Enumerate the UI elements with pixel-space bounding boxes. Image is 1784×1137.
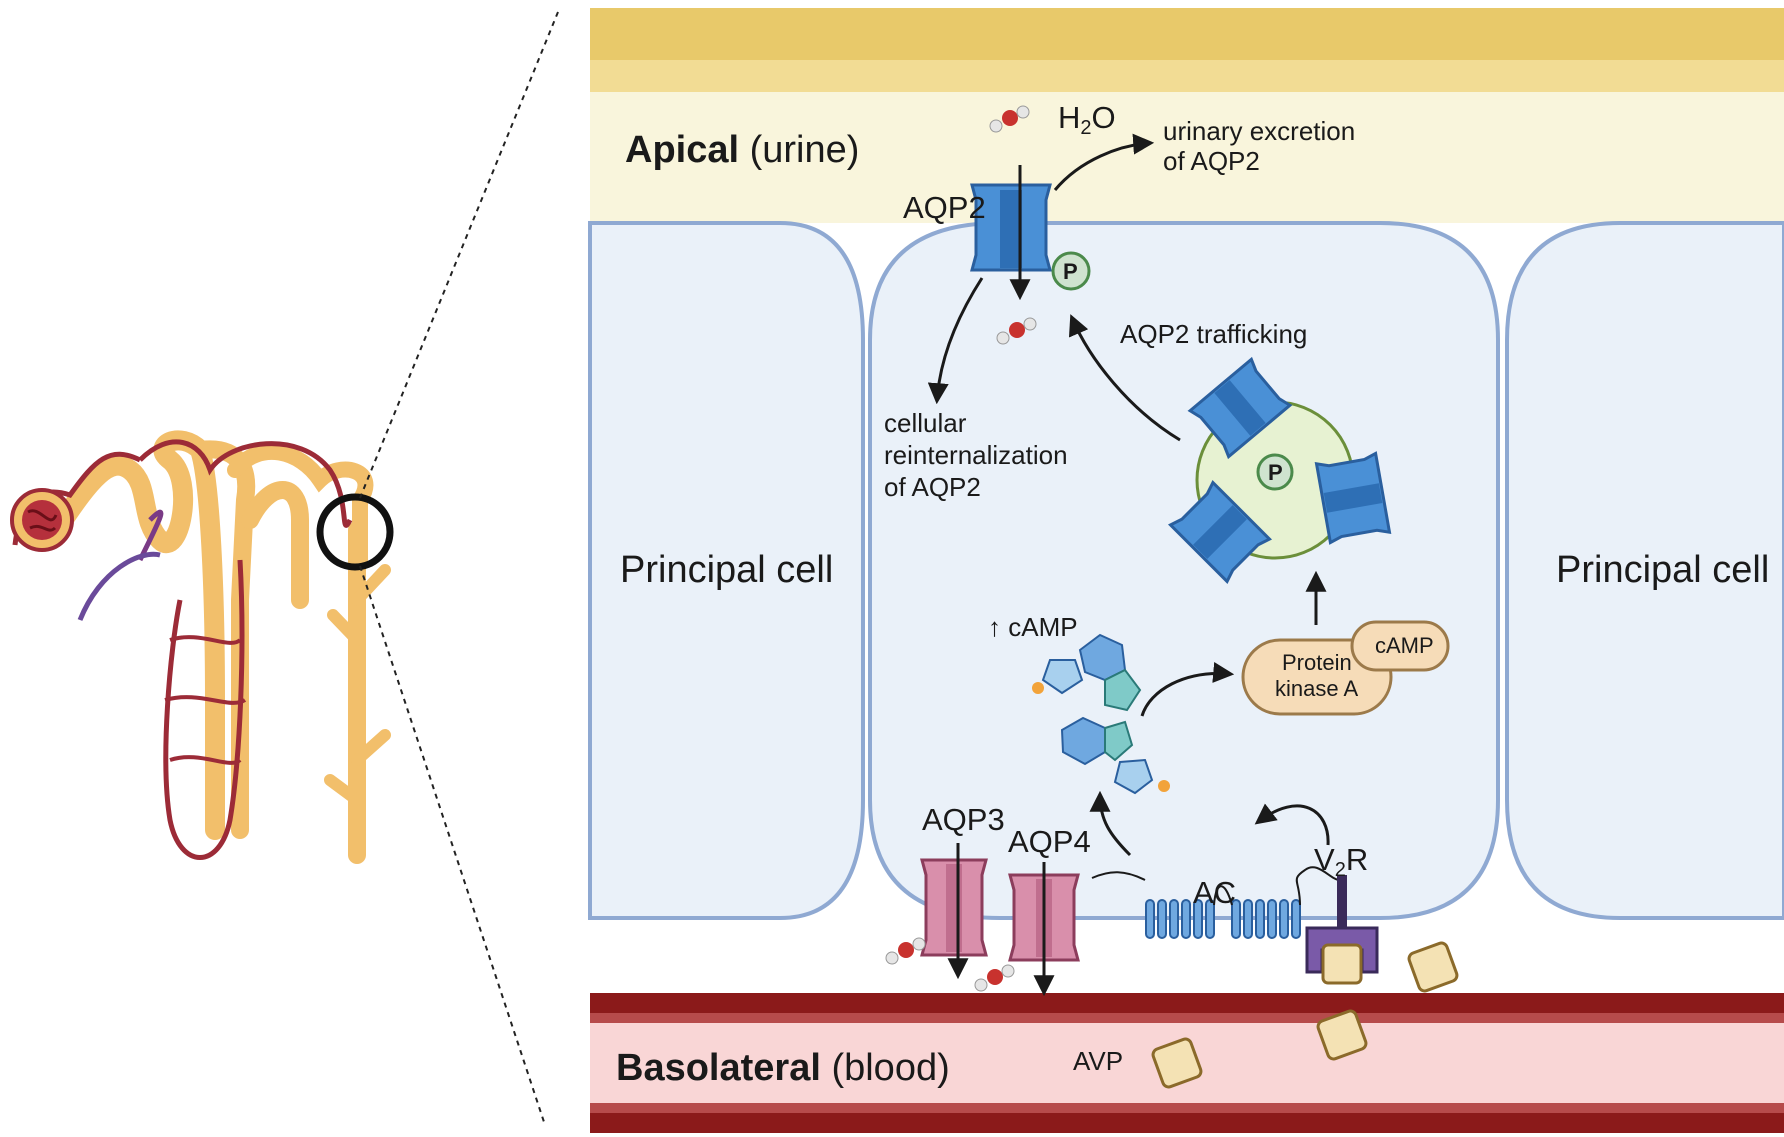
principal-cell-left-label: Principal cell	[620, 549, 833, 591]
water-icon-aqp4	[974, 964, 1015, 992]
basolateral-label: Basolateral (blood)	[616, 1047, 950, 1089]
camp-molecule-top	[1032, 633, 1142, 712]
pka-line1: Protein	[1282, 650, 1352, 675]
v2r-label: V2R	[1314, 842, 1368, 881]
principal-cell-right	[1505, 221, 1784, 920]
apical-label: Apical (urine)	[625, 129, 859, 171]
aqp2-label: AQP2	[903, 190, 986, 225]
adenylyl-cyclase	[1091, 866, 1341, 939]
urinary-excretion-line1: urinary excretion	[1163, 116, 1355, 146]
pka-camp-label: cAMP	[1375, 633, 1434, 658]
h2o-label: H2O	[1058, 100, 1116, 139]
principal-cell-left	[588, 221, 865, 920]
aqp4-label: AQP4	[1008, 824, 1091, 859]
reinternalization-line3: of AQP2	[884, 472, 981, 502]
pka-line2: kinase A	[1275, 676, 1358, 701]
camp-increase-label: ↑ cAMP	[988, 612, 1078, 642]
urinary-excretion-line2: of AQP2	[1163, 146, 1260, 176]
camp-molecule-bottom	[1060, 716, 1170, 795]
protein-kinase-a: Protein kinase A cAMP	[1241, 620, 1450, 716]
reinternalization-line1: cellular	[884, 408, 967, 438]
aqp2-trafficking-label: AQP2 trafficking	[1120, 319, 1307, 349]
v2-receptor	[1305, 875, 1379, 985]
nephron-illustration	[10, 430, 394, 864]
vesicle-phospho: P	[1268, 460, 1283, 485]
avp-label: AVP	[1073, 1046, 1123, 1076]
principal-cell-right-label: Principal cell	[1556, 549, 1769, 591]
aqp3-channel	[920, 858, 988, 957]
reinternalization-line2: reinternalization	[884, 440, 1068, 470]
aqp2-channel: P	[970, 183, 1091, 291]
avp-molecule-1	[1405, 939, 1461, 995]
aqp2-phospho: P	[1063, 259, 1078, 284]
aqp3-label: AQP3	[922, 802, 1005, 837]
ac-label: AC	[1193, 875, 1236, 910]
aqp2-vesicle: P	[1167, 356, 1392, 585]
water-icon-aqp3	[885, 937, 926, 965]
zoom-circle	[316, 493, 394, 571]
principal-cell-center	[868, 221, 1500, 920]
